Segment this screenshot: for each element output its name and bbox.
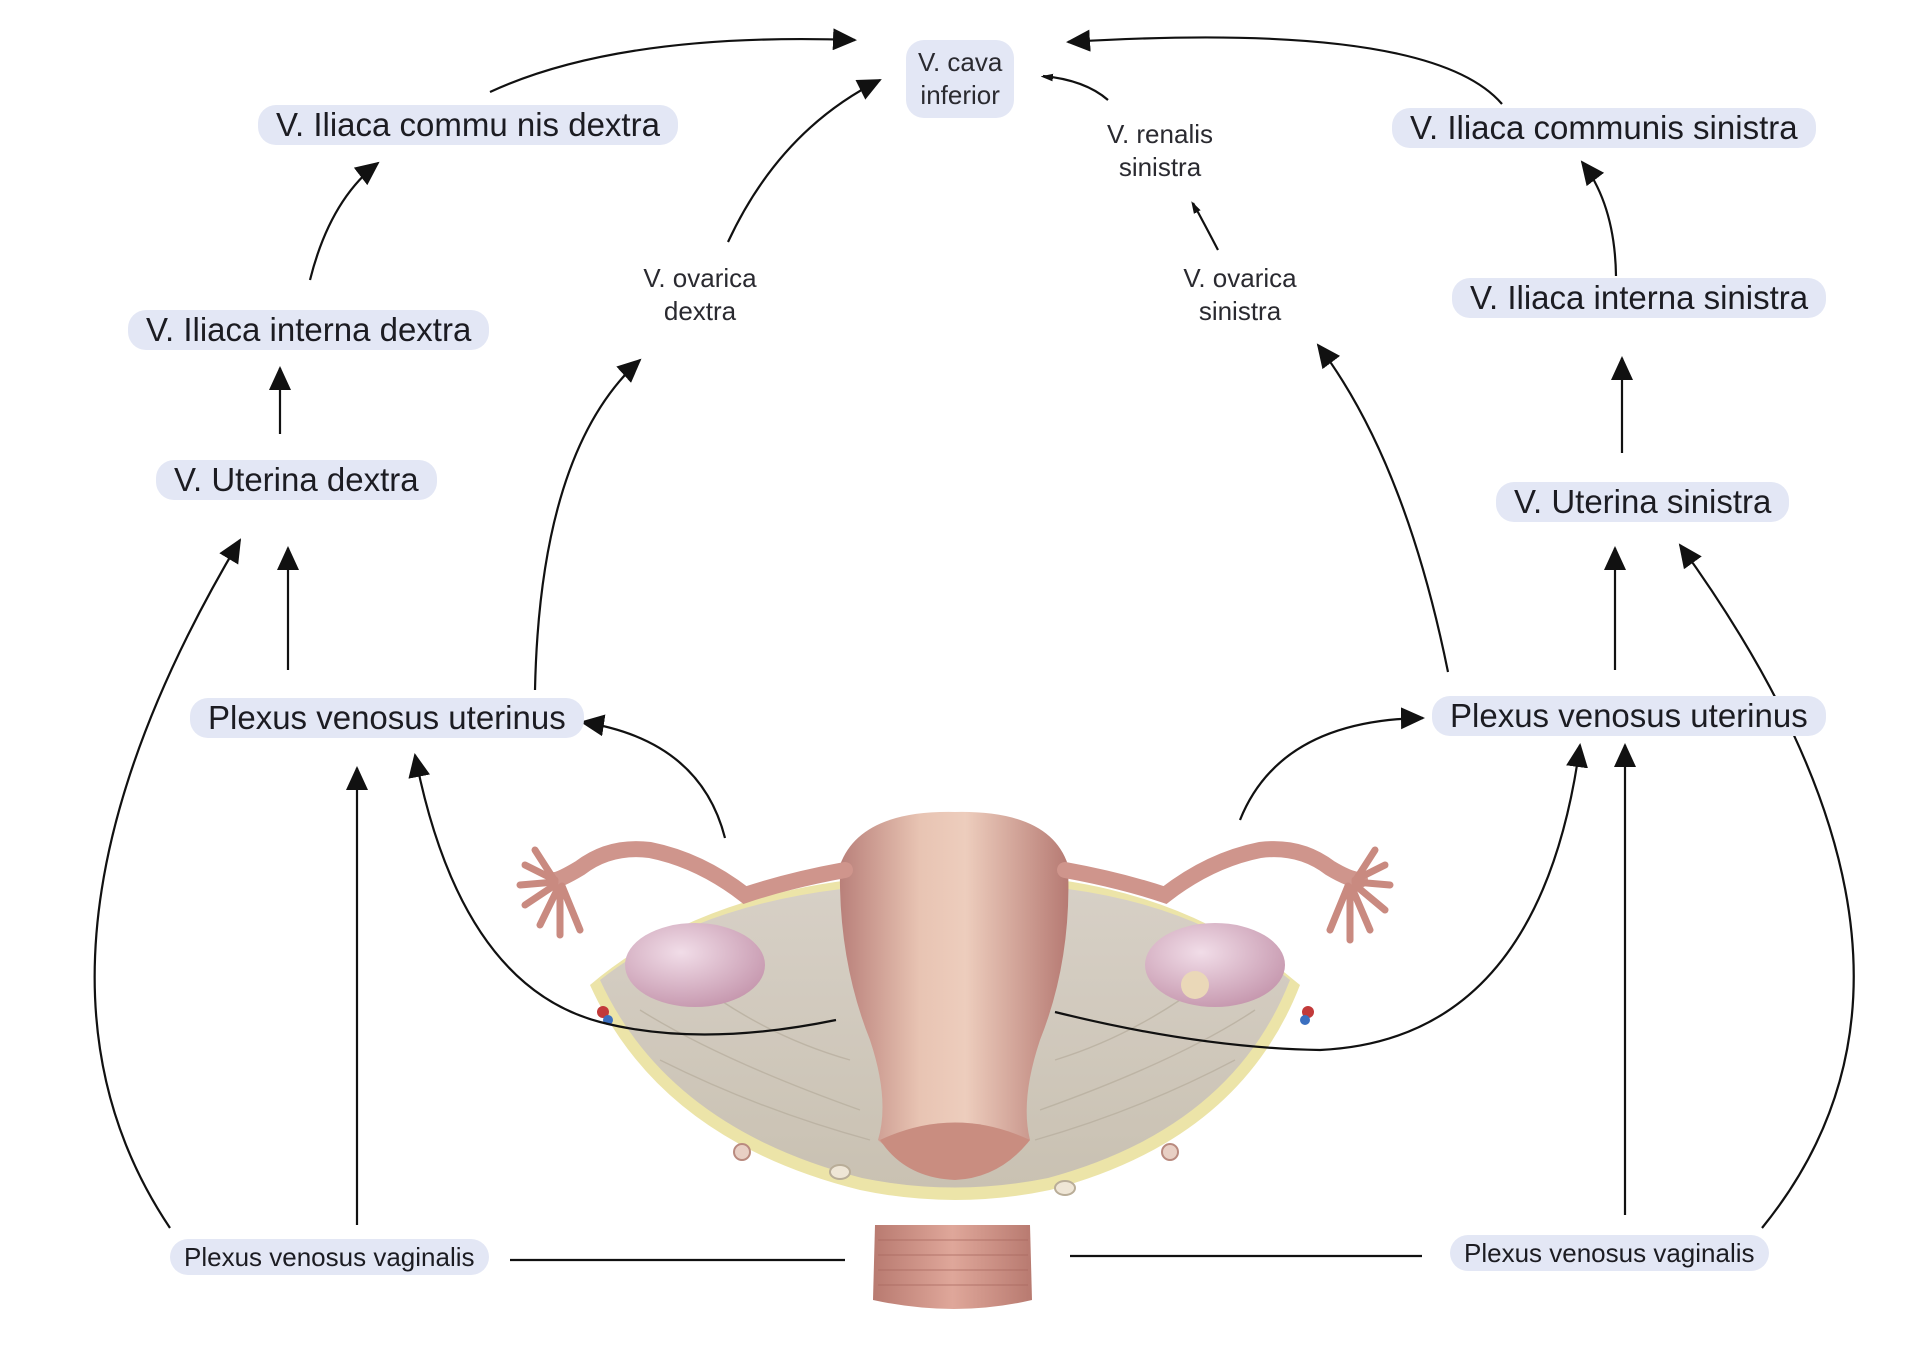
uterus-body bbox=[839, 811, 1069, 1165]
arrow-uterus-to-plexus-left bbox=[408, 753, 837, 1036]
corpus-luteum bbox=[1181, 971, 1209, 999]
label-plexus-uterinus-left: Plexus venosus uterinus bbox=[190, 698, 584, 738]
label-iliaca-interna-dextra: V. Iliaca interna dextra bbox=[128, 310, 490, 350]
arrow-iliaca-communis-dextra-to-cava bbox=[489, 28, 857, 93]
arrow-renalis-to-cava bbox=[1043, 76, 1109, 101]
label-uterina-sinistra: V. Uterina sinistra bbox=[1496, 482, 1790, 522]
label-iliaca-communis-dextra: V. Iliaca commu nis dextra bbox=[258, 105, 678, 145]
vessel-vein-right bbox=[1300, 1015, 1310, 1025]
label-ovarica-dextra: V. ovarica dextra bbox=[643, 263, 757, 326]
arrow-iliaca-communis-sinistra-to-cava bbox=[1066, 29, 1503, 105]
arrow-uterus-to-plexus-right bbox=[1054, 743, 1588, 1052]
label-plexus-vaginalis-left: Plexus venosus vaginalis bbox=[170, 1239, 489, 1275]
arrows bbox=[93, 28, 1855, 1262]
arrow-tube-to-plexus-right bbox=[1238, 707, 1425, 821]
arrow-interna-to-communis-dextra bbox=[308, 161, 380, 281]
label-plexus-uterinus-right: Plexus venosus uterinus bbox=[1432, 696, 1826, 736]
arrow-ovarica-sinistra-to-renalis bbox=[1193, 203, 1219, 251]
arrow-plexus-to-ovarica-sinistra bbox=[1316, 343, 1450, 673]
label-ovarica-sinistra: V. ovarica sinistra bbox=[1183, 263, 1297, 326]
label-iliaca-interna-sinistra: V. Iliaca interna sinistra bbox=[1452, 278, 1827, 318]
fimbriae-left bbox=[516, 846, 584, 939]
label-renalis-sinistra: V. renalis sinistra bbox=[1107, 119, 1213, 182]
arrow-vaginalis-to-uterina-dextra bbox=[93, 538, 242, 1229]
arrow-tube-to-plexus-left bbox=[580, 714, 727, 839]
arrow-interna-to-communis-sinistra bbox=[1580, 160, 1618, 277]
arrow-plexus-to-ovarica-dextra bbox=[533, 358, 642, 691]
arrow-vaginalis-to-uterina-sinistra bbox=[1678, 543, 1855, 1229]
uterus-illustration bbox=[516, 811, 1394, 1309]
fimbriae-right bbox=[1326, 846, 1394, 944]
label-vena-cava-inferior: V. cava inferior bbox=[906, 40, 1015, 118]
label-plexus-vaginalis-right: Plexus venosus vaginalis bbox=[1450, 1235, 1769, 1271]
arrow-ovarica-dextra-to-cava bbox=[727, 79, 882, 243]
ovary-right bbox=[1145, 923, 1285, 1007]
fallopian-tube-left bbox=[547, 841, 853, 904]
label-uterina-dextra: V. Uterina dextra bbox=[156, 460, 437, 500]
cervix bbox=[880, 1122, 1030, 1180]
label-iliaca-communis-sinistra: V. Iliaca communis sinistra bbox=[1392, 108, 1816, 148]
ovary-left bbox=[625, 923, 765, 1007]
vessel-artery-left bbox=[597, 1006, 609, 1018]
fallopian-tube-right bbox=[1057, 841, 1368, 904]
vagina-tube bbox=[873, 1225, 1032, 1309]
